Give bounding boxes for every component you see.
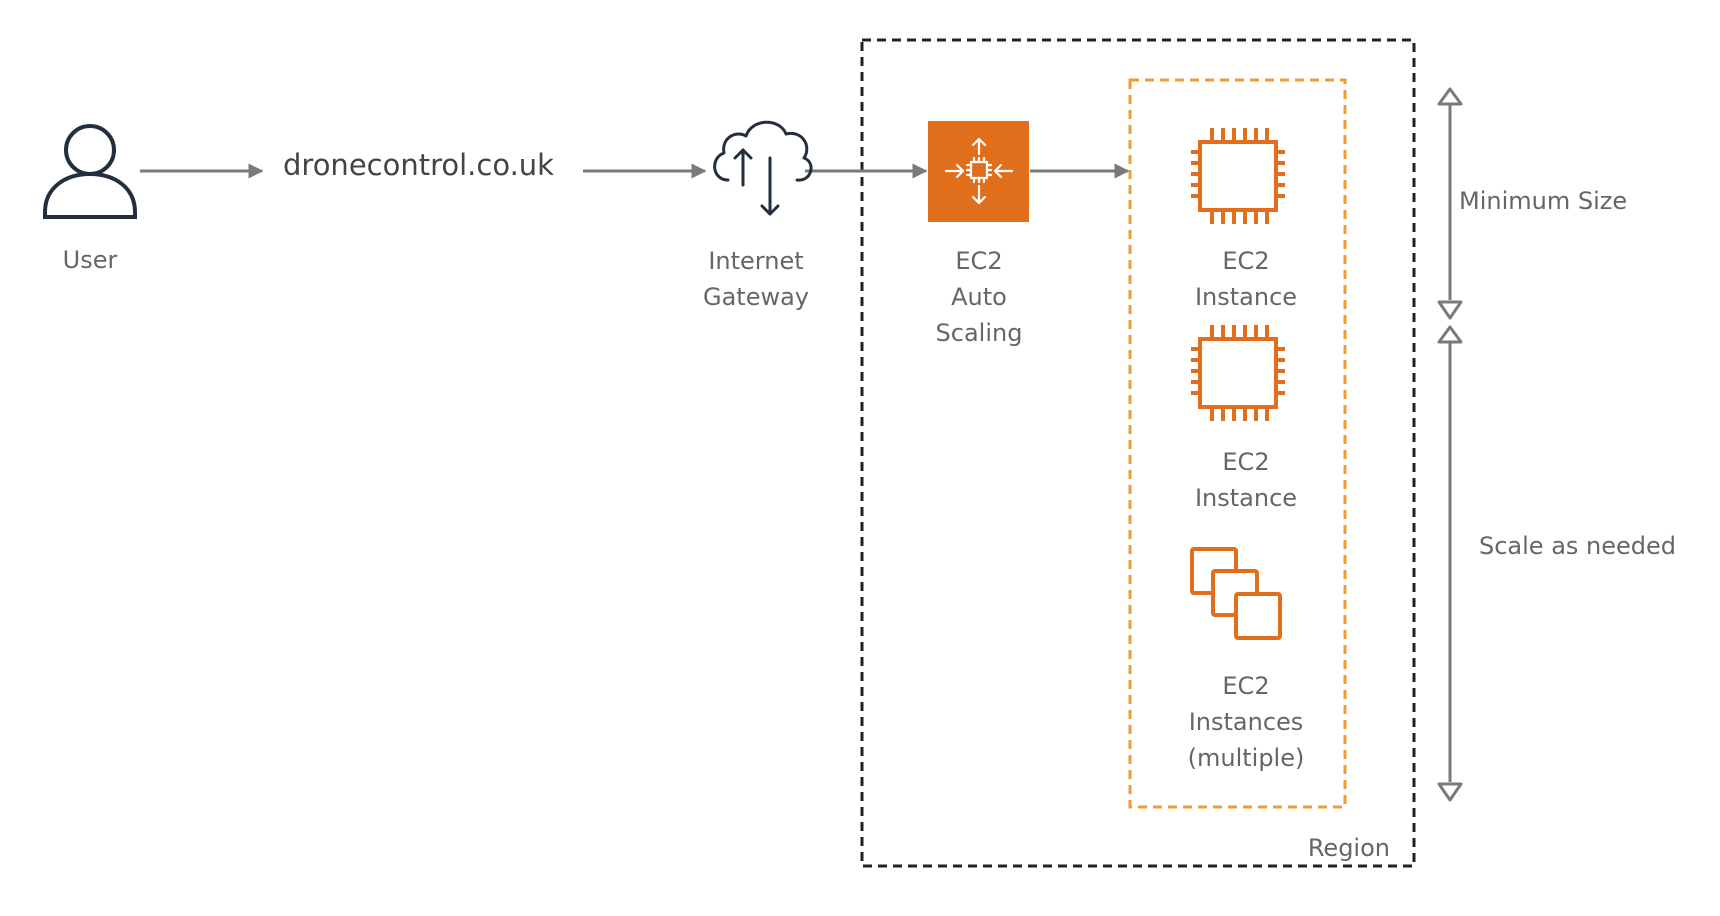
ec2-instance-icon xyxy=(1191,325,1285,421)
instances-multi-label-line-1: EC2 xyxy=(1222,672,1269,700)
autoscaling-label-line-3: Scaling xyxy=(936,319,1023,347)
region-label: Region xyxy=(1308,834,1390,862)
region-group-border xyxy=(860,38,1416,868)
minimum-size-indicator xyxy=(1437,87,1463,320)
gateway-label-line-2: Gateway xyxy=(703,283,809,311)
internet-gateway-icon xyxy=(713,120,813,216)
domain-label: dronecontrol.co.uk xyxy=(283,148,554,182)
ec2-instances-multiple-icon xyxy=(1190,547,1282,640)
instance1-label-line-2: Instance xyxy=(1195,283,1297,311)
user-icon xyxy=(43,124,137,219)
instance1-label-line-1: EC2 xyxy=(1222,247,1269,275)
minimum-size-label: Minimum Size xyxy=(1459,187,1627,215)
gateway-label-line-1: Internet xyxy=(708,247,803,275)
scale-as-needed-indicator xyxy=(1437,325,1463,802)
scale-as-needed-label: Scale as needed xyxy=(1479,532,1676,560)
autoscaling-label-line-1: EC2 xyxy=(955,247,1002,275)
instances-multi-label-line-2: Instances xyxy=(1189,708,1304,736)
user-label: User xyxy=(63,246,118,274)
instance2-label-line-2: Instance xyxy=(1195,484,1297,512)
instances-multi-label-line-3: (multiple) xyxy=(1188,744,1305,772)
ec2-instance-icon xyxy=(1191,128,1285,224)
auto-scaling-icon xyxy=(928,121,1029,222)
instance2-label-line-1: EC2 xyxy=(1222,448,1269,476)
auto-scaling-group-border xyxy=(1128,78,1347,809)
autoscaling-label-line-2: Auto xyxy=(951,283,1007,311)
